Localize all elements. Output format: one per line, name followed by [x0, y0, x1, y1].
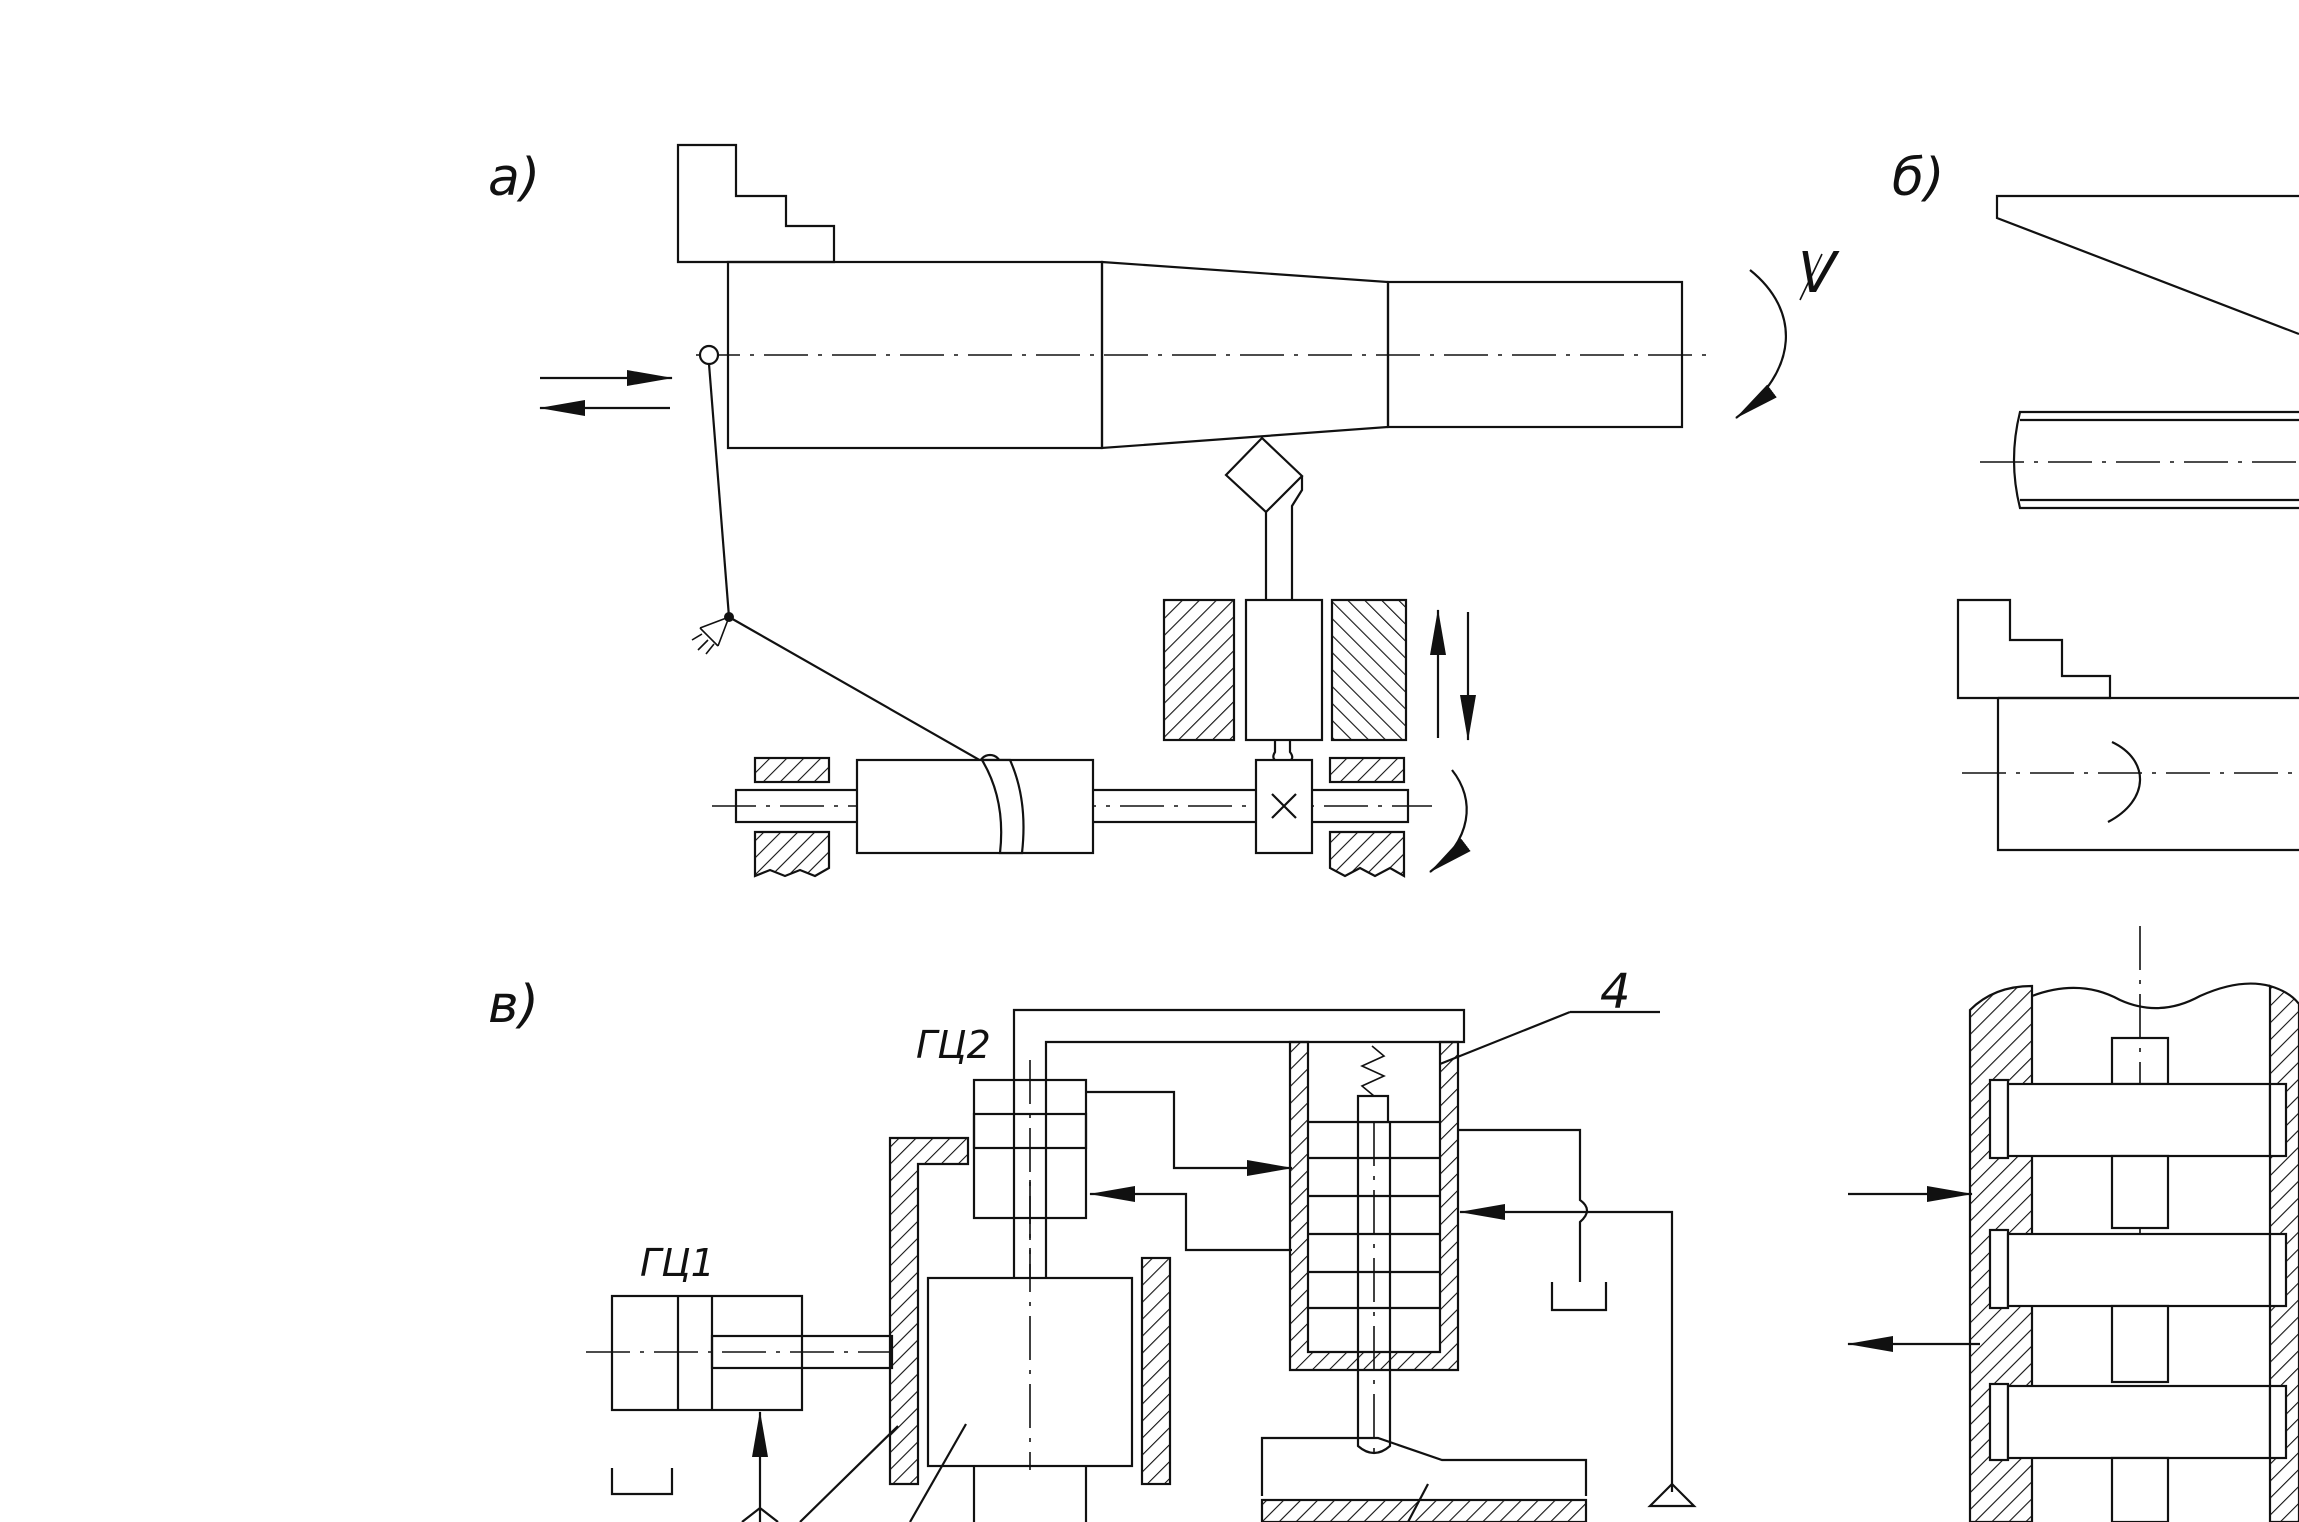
cylinder-wall-right: [1330, 598, 1408, 742]
cutting-tool-tip: [1224, 436, 1304, 514]
pump-symbol-2: [1647, 1482, 1697, 1508]
copy-template: [1260, 1436, 1588, 1496]
tracer-pivot: [698, 344, 720, 366]
cylinder-2-rod: [1012, 1008, 1466, 1278]
leader-1: [799, 1425, 899, 1522]
lever-arm: [707, 363, 731, 618]
workpiece-b-lower: [1996, 696, 2299, 852]
fixed-support-icon: [691, 616, 730, 655]
velocity-mark: [1799, 253, 1823, 301]
valve-housing: [1288, 1040, 1460, 1372]
panel-v: в) ГЦ1 ГЦ2: [488, 964, 1697, 1522]
leader-2: [909, 1423, 967, 1522]
panel-g: [1847, 926, 2299, 1522]
workpiece-b: [2012, 410, 2299, 510]
cylinder-2-label: ГЦ2: [916, 1023, 991, 1067]
spool-lands-g: [1988, 1078, 2288, 1522]
chuck-jaw: [676, 143, 836, 264]
tool-holder: [1264, 476, 1304, 600]
velocity-label: V: [1798, 241, 1840, 306]
template-guide: [1995, 194, 2299, 336]
drain-line-2: [1458, 1128, 1589, 1282]
cam-drum: [855, 758, 1095, 855]
panel-a: а) V: [488, 143, 1840, 878]
panel-a-label: а): [488, 148, 540, 208]
rod-neck: [1272, 740, 1294, 764]
slide-guide-right: [1140, 1256, 1172, 1486]
spring-icon: [1360, 1045, 1386, 1097]
gear-cross: [1271, 793, 1297, 819]
cylinder-1-label: ГЦ1: [640, 1241, 715, 1285]
bearing-right-top: [1328, 756, 1406, 784]
template-base: [1260, 1498, 1588, 1522]
bearing-right-bottom: [1328, 830, 1406, 878]
drain-2: [1550, 1282, 1608, 1312]
supply-line: [1459, 1204, 1674, 1492]
panel-b: б): [1892, 148, 2299, 852]
cam-groove: [980, 758, 1025, 855]
panel-v-label: в): [488, 975, 539, 1035]
lever-link: [728, 616, 991, 767]
line-from-valve: [1089, 1186, 1292, 1252]
bearing-left-bottom: [753, 830, 831, 878]
leader-3: [1407, 1483, 1429, 1522]
callout-4-label: 4: [1600, 964, 1631, 1020]
bearing-left-top: [753, 756, 831, 784]
drain-1: [610, 1468, 674, 1496]
cylinder-1: [610, 1294, 804, 1412]
break-line-g: [2031, 982, 2271, 1010]
line-to-valve: [1086, 1090, 1293, 1176]
cylinder-wall-left: [1162, 598, 1236, 742]
workpiece-b-edges: [2020, 418, 2299, 502]
chuck-jaw-b: [1956, 598, 2112, 700]
valve-stem: [1356, 1122, 1392, 1455]
panel-b-label: б): [1892, 148, 1944, 208]
slide-guide: [888, 1136, 970, 1486]
callout-leader-4: [1439, 1010, 1571, 1066]
rotation-arrow: [1735, 269, 1788, 419]
pump-symbol: [741, 1506, 779, 1522]
spring-seat: [1356, 1094, 1390, 1124]
piston-rod-block: [1244, 598, 1324, 742]
rotation-arc-b: [2107, 741, 2142, 823]
camshaft-rotation-arrow: [1429, 769, 1471, 873]
